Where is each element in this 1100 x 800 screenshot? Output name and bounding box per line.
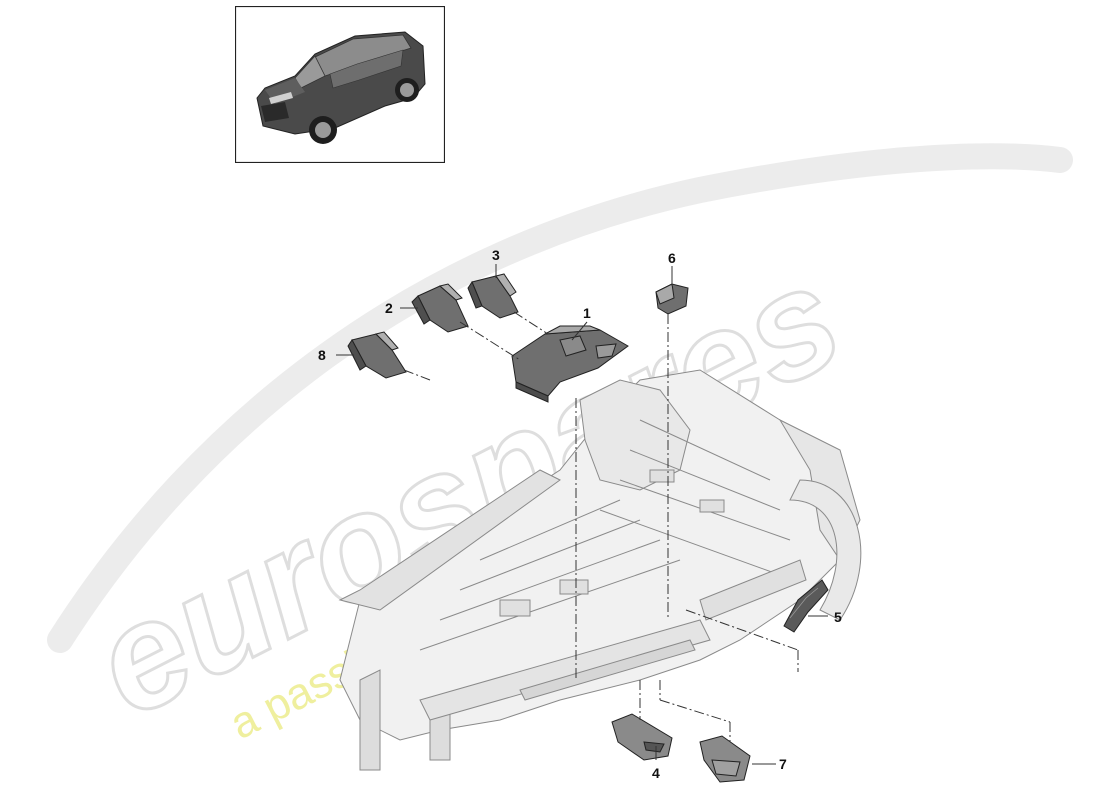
part-8-support <box>347 331 407 379</box>
callout-5: 5 <box>834 609 842 625</box>
callout-6: 6 <box>668 250 676 266</box>
callout-4: 4 <box>652 765 660 781</box>
leader-lines <box>336 264 828 765</box>
callout-3: 3 <box>492 247 500 263</box>
callout-7: 7 <box>779 756 787 772</box>
part-5-panel <box>783 579 829 633</box>
callout-1: 1 <box>583 305 591 321</box>
part-2-support <box>411 283 469 333</box>
part-7-bracket <box>699 735 751 783</box>
vehicle-floor-pan <box>338 369 862 771</box>
part-3-support <box>467 273 519 319</box>
assembly-lines <box>403 311 799 742</box>
suv-car-icon <box>256 31 426 144</box>
watermark-swoosh <box>47 143 1073 653</box>
part-1-bracket-assembly <box>511 325 629 403</box>
part-4-bracket <box>611 713 673 761</box>
callout-8: 8 <box>318 347 326 363</box>
thumbnail-frame <box>235 6 445 163</box>
part-6-bracket <box>655 283 689 315</box>
callout-2: 2 <box>385 300 393 316</box>
